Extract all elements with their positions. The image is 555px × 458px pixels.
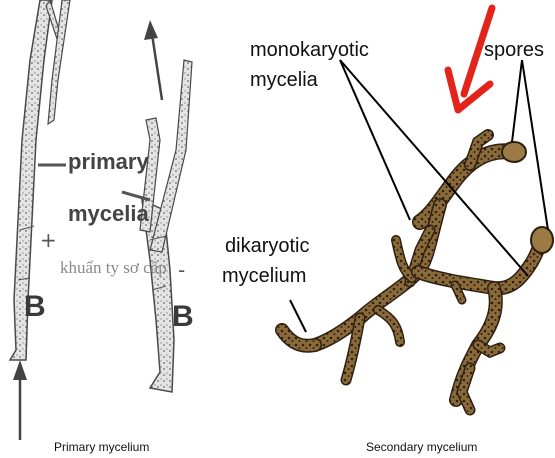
spores-pointer-b (522, 60, 548, 230)
right-hypha (140, 60, 192, 392)
sign-plus: + (40, 228, 57, 252)
growth-arrow-up-bottom (13, 360, 27, 440)
secondary-mycelium (282, 8, 553, 410)
caption-secondary: Secondary mycelium (366, 440, 477, 454)
label-dikaryotic: dikaryotic (225, 234, 309, 258)
mating-type-right: B (172, 300, 194, 334)
spore-right (531, 227, 553, 253)
spores-pointer-a (512, 60, 522, 142)
monokaryotic-pointer-a (340, 60, 410, 220)
label-monokaryotic: monokaryotic (250, 38, 369, 62)
label-primary: primary (68, 150, 149, 174)
hyphae-network (282, 135, 542, 410)
label-spores: spores (484, 38, 544, 62)
dikaryotic-pointer (290, 300, 306, 332)
caption-primary: Primary mycelium (54, 440, 149, 454)
label-vietnamese: khuẩn ty sơ cấp (60, 258, 167, 278)
spore-top (502, 142, 526, 162)
mating-type-left: B (24, 290, 46, 324)
growth-arrow-up-top (144, 20, 162, 100)
label-monokaryotic-mycelia: mycelia (250, 68, 318, 92)
label-dikaryotic-mycelium: mycelium (222, 264, 306, 288)
label-primary-mycelia: mycelia (68, 202, 149, 226)
sign-minus: - (178, 258, 185, 282)
